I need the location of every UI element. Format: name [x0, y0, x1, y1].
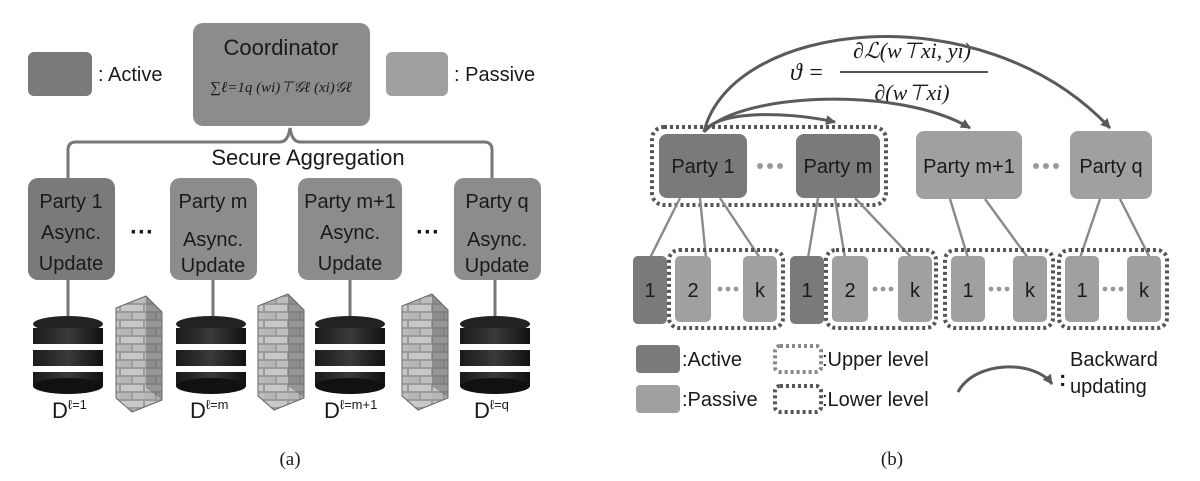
leaf-pm-k: [898, 256, 932, 322]
leaf-pm1-k-label: k: [1025, 280, 1036, 302]
panel-a: : Active : Passive Coordinator ∑ℓ=1q (wi…: [28, 23, 541, 470]
lower-level-group-3: [943, 248, 1055, 330]
party-m1-update: Update: [318, 253, 383, 275]
party-1-async: Async.: [41, 222, 101, 244]
legend-b-backward-line2: updating: [1070, 376, 1147, 398]
firewall-icon-2: [257, 293, 305, 411]
dataset-label-m: Dℓ=m: [190, 397, 229, 423]
upper-level-group: [650, 125, 888, 207]
coordinator-title: Coordinator: [224, 35, 339, 60]
party-b-m: [796, 134, 880, 198]
leaf-pm-k-label: k: [910, 280, 921, 302]
party-m1-async: Async.: [320, 222, 380, 244]
firewall-icon-1: [115, 295, 163, 413]
party-q-name: Party q: [465, 191, 528, 213]
party-m-name: Party m: [179, 191, 248, 213]
party-1-update: Update: [39, 253, 104, 275]
leaf-p1-1-label: 1: [644, 280, 655, 302]
leaf-pq-k: [1127, 256, 1161, 322]
database-icon-m1: [315, 316, 385, 394]
leaf-pq-1-label: 1: [1076, 280, 1087, 302]
leaf-pm-1: [790, 256, 824, 324]
coordinator-box: [193, 23, 370, 126]
leaf-p1-2: [675, 256, 711, 322]
legend-b-lower-swatch: [773, 384, 823, 414]
leaf-dots-2: [872, 286, 894, 292]
panel-b: ϑ = ∂ℒ(w⊤xi, yi) ∂(w⊤xi) Party 1 Party m…: [633, 35, 1169, 470]
leaf-pm-2: [832, 256, 868, 322]
legend-b-active-swatch: [636, 345, 680, 373]
legend-b-upper-swatch: [773, 344, 823, 374]
party-box-m: [170, 178, 257, 280]
database-icon-q: [460, 316, 530, 394]
formula-lhs: ϑ =: [790, 60, 824, 86]
leaf-pm1-k: [1013, 256, 1047, 322]
arrow-to-party-q: [702, 35, 1112, 133]
party-b-m-label: Party m: [804, 156, 873, 178]
legend-b-passive-swatch: [636, 385, 680, 413]
legend-passive-label: : Passive: [454, 64, 535, 86]
legend-b-active-label: :Active: [682, 349, 742, 371]
legend-b-backward-colon: :: [1059, 366, 1066, 391]
party-box-1: [28, 178, 115, 280]
leaf-dots-4: [1102, 286, 1124, 292]
dataset-label-m1: Dℓ=m+1: [324, 397, 377, 423]
legend-b-upper-label: :Upper level: [822, 349, 929, 371]
leaf-pm1-1: [951, 256, 985, 322]
leaf-p1-1: [633, 256, 667, 324]
lower-level-group-1: [667, 248, 785, 330]
party-b-1: [659, 134, 747, 198]
party-q-update: Update: [465, 255, 530, 277]
formula-denominator: ∂(w⊤xi): [874, 80, 949, 105]
legend-passive-swatch: [386, 52, 448, 96]
aggregation-label: Secure Aggregation: [211, 145, 404, 170]
party-b-m1-label: Party m+1: [923, 156, 1015, 178]
leaf-pm1-1-label: 1: [962, 280, 973, 302]
caption-a: (a): [279, 449, 300, 470]
party-q-async: Async.: [467, 229, 527, 251]
caption-b: (b): [881, 449, 903, 470]
dataset-label-q: Dℓ=q: [474, 397, 509, 423]
leaf-pm-2-label: 2: [844, 280, 855, 302]
party-b-m1: [916, 131, 1022, 199]
legend-active-swatch: [28, 52, 92, 96]
party-m1-name: Party m+1: [304, 191, 396, 213]
leaf-p1-k: [743, 256, 777, 322]
database-icon-1: [33, 316, 103, 394]
party-1-name: Party 1: [39, 191, 102, 213]
legend-b-passive-label: :Passive: [682, 389, 758, 411]
leaf-dots-3: [988, 286, 1010, 292]
aggregation-bracket: [66, 127, 494, 178]
ellipsis-dots-b-1: [757, 163, 783, 169]
legend-b-lower-label: :Lower level: [822, 389, 929, 411]
leaf-dots-1: [717, 286, 739, 292]
party-box-m1: [298, 178, 402, 280]
database-icon-m: [176, 316, 246, 394]
leaf-p1-2-label: 2: [687, 280, 698, 302]
legend-b-backward-line1: Backward: [1070, 349, 1158, 371]
ellipsis-a-1: ···: [130, 219, 154, 246]
legend-b-backward-arrow-icon: [956, 365, 1054, 393]
ellipsis-dots-b-2: [1033, 163, 1059, 169]
party-m-async: Async.: [183, 229, 243, 251]
leaf-p1-k-label: k: [755, 280, 766, 302]
party-b-1-label: Party 1: [671, 156, 734, 178]
dataset-label-1: Dℓ=1: [52, 397, 87, 423]
firewall-icon-3: [401, 293, 449, 411]
leaf-pm-1-label: 1: [801, 280, 812, 302]
lower-level-group-4: [1057, 248, 1169, 330]
legend-active-label: : Active: [98, 64, 162, 86]
arrow-to-party-m1: [702, 97, 971, 134]
party-box-q: [454, 178, 541, 280]
party-m-update: Update: [181, 255, 246, 277]
ellipsis-a-2: ···: [416, 219, 440, 246]
coordinator-formula: ∑ℓ=1q (wi)⊤𝒢ℓ (xi)𝒢ℓ: [210, 80, 351, 96]
lower-level-group-2: [824, 248, 938, 330]
leaf-pq-k-label: k: [1139, 280, 1150, 302]
leaf-pq-1: [1065, 256, 1099, 322]
party-b-q-label: Party q: [1079, 156, 1142, 178]
party-b-q: [1070, 131, 1152, 199]
